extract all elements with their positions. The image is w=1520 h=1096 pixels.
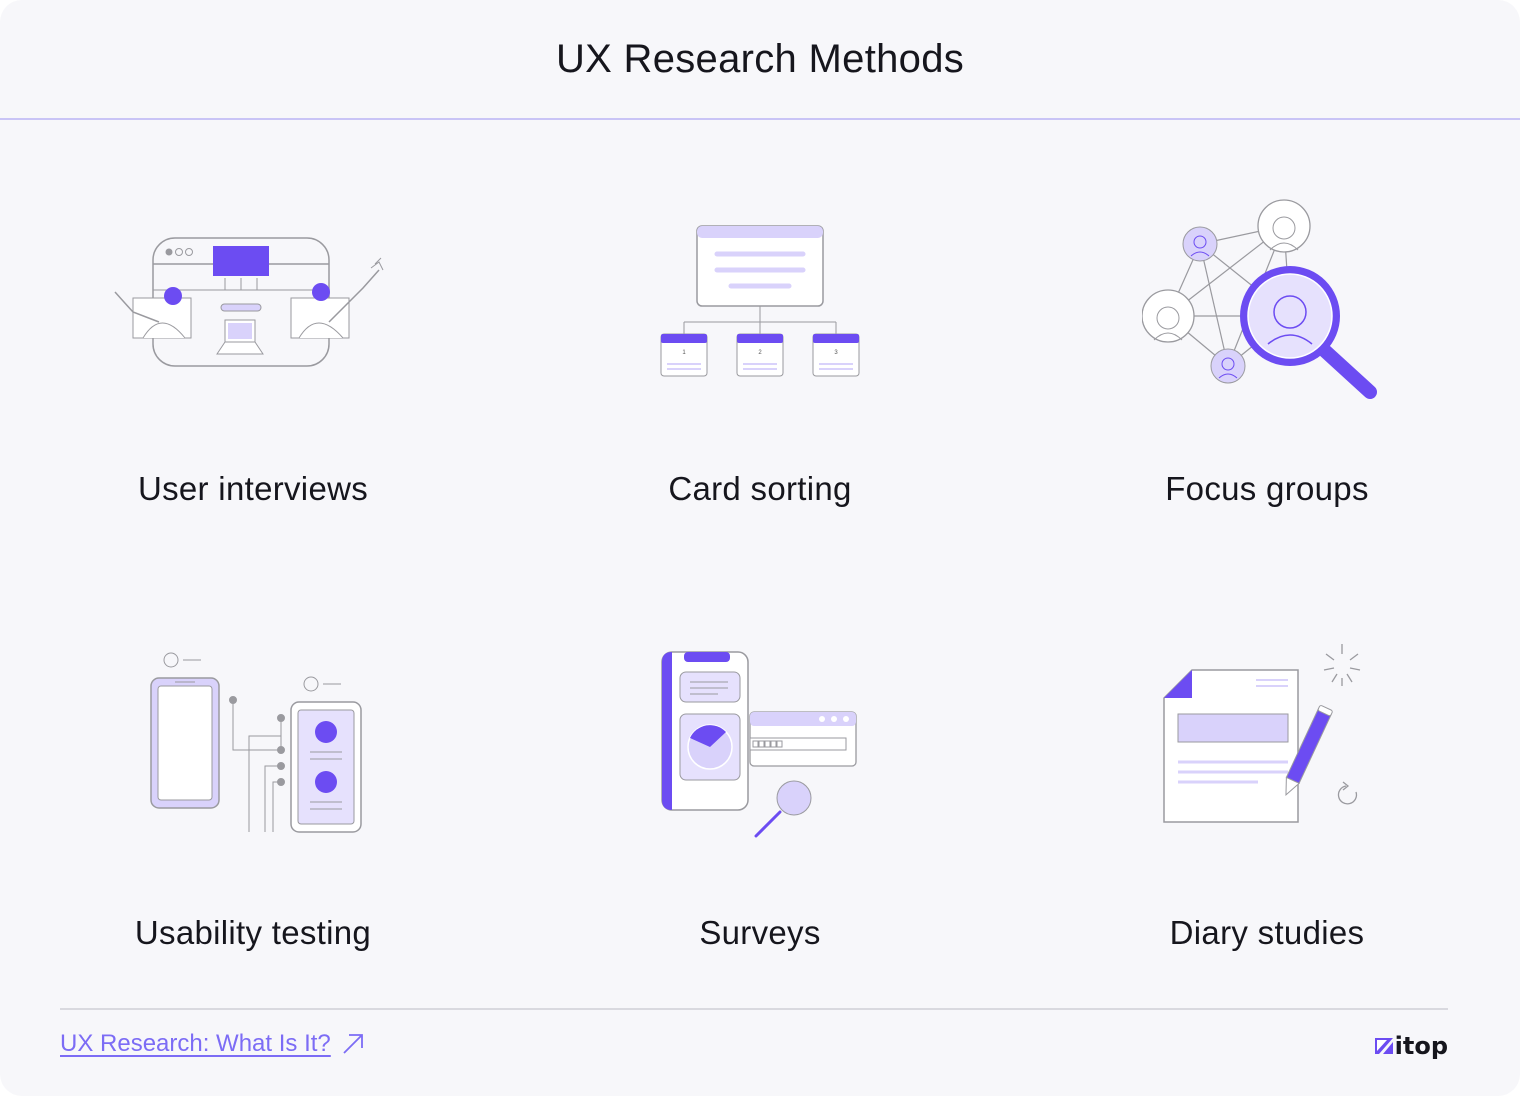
method-focus-groups: Focus groups (1014, 120, 1520, 564)
method-label: Usability testing (134, 914, 372, 951)
sort-card-3: 3 (812, 333, 860, 377)
logo-mark-icon (1374, 1038, 1393, 1054)
methods-grid: User interviews 1 (0, 120, 1520, 1008)
link-text: UX Research: What Is It? (60, 1030, 331, 1057)
sort-card-number: 3 (834, 350, 838, 356)
method-surveys: Surveys (507, 564, 1013, 1008)
method-label: Focus groups (1165, 470, 1369, 507)
header: UX Research Methods (0, 0, 1520, 120)
method-label: Card sorting (668, 470, 852, 507)
logo-text: itop (1394, 1032, 1448, 1060)
method-label: Diary studies (1169, 914, 1365, 951)
external-arrow-icon (343, 1034, 363, 1054)
diary-studies-icon (1163, 644, 1361, 823)
user-interviews-icon (114, 237, 384, 367)
surveys-icon (661, 651, 857, 838)
method-usability-testing: Usability testing (0, 564, 506, 1008)
usability-testing-icon (150, 652, 362, 833)
method-label: Surveys (699, 914, 821, 951)
page-title: UX Research Methods (555, 36, 965, 81)
research-article-link[interactable]: UX Research: What Is It? (60, 1030, 365, 1058)
brand-logo: itop (1373, 1032, 1448, 1060)
card-sorting-icon: 1 2 3 (660, 225, 860, 377)
sort-card-1: 1 (660, 333, 708, 377)
method-card-sorting: 1 2 3 Card s (507, 120, 1013, 564)
method-label: User interviews (137, 470, 369, 507)
footer-divider (60, 1008, 1448, 1010)
sort-card-2: 2 (736, 333, 784, 377)
sort-card-number: 1 (682, 350, 686, 356)
method-user-interviews: User interviews (0, 120, 506, 564)
focus-groups-icon (1142, 199, 1377, 399)
method-diary-studies: Diary studies (1014, 564, 1520, 1008)
sort-card-number: 2 (758, 350, 762, 356)
